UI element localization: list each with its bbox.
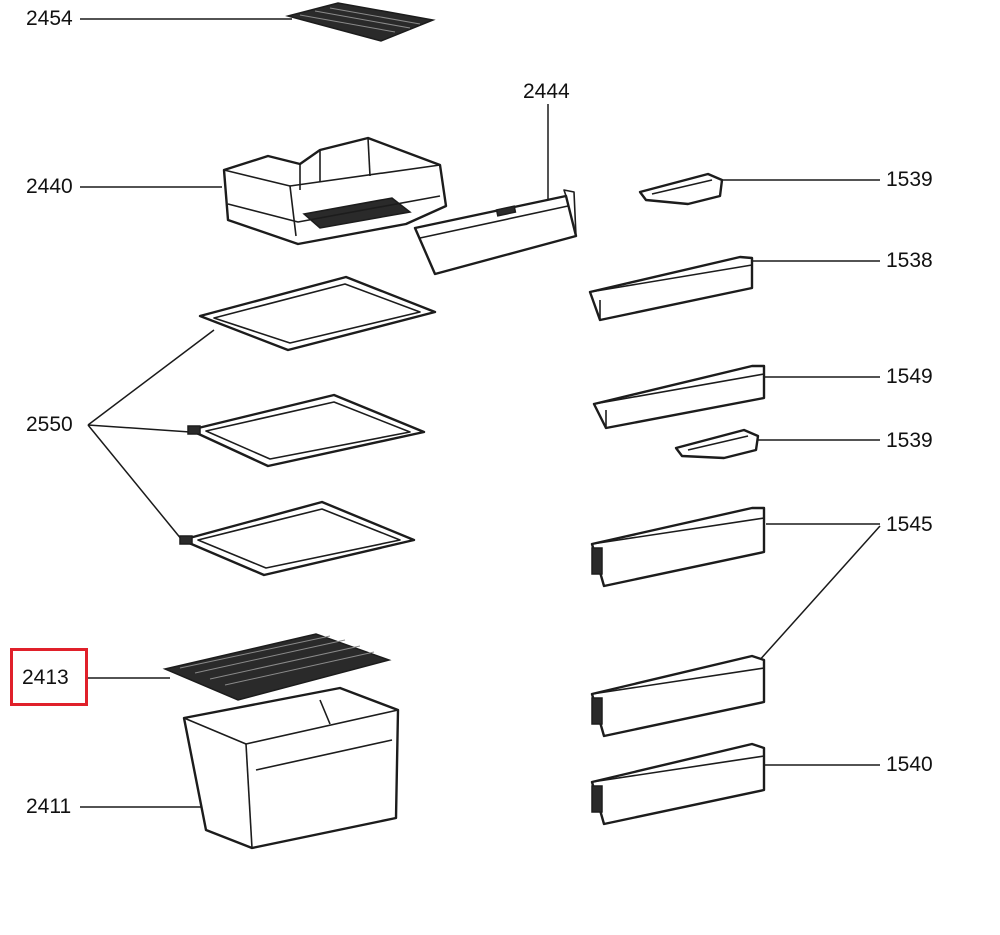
part-2444-flap	[413, 189, 578, 276]
part-1539-clip-lower	[674, 428, 760, 460]
callout-1539-lower: 1539	[886, 429, 933, 452]
callout-1549: 1549	[886, 365, 933, 388]
leader-line-1545-b	[757, 525, 881, 663]
callout-1545: 1545	[886, 513, 933, 536]
part-2413-crisper-cover	[162, 633, 392, 701]
part-2440-top-box	[222, 136, 448, 246]
callout-2550: 2550	[26, 413, 73, 436]
part-2454-filter-pad	[285, 2, 436, 42]
callout-2411: 2411	[26, 795, 72, 818]
part-1549-door-rack	[592, 364, 766, 430]
highlight-box	[10, 648, 88, 706]
part-1539-clip-upper	[638, 172, 724, 206]
part-1538-door-rack	[588, 255, 754, 322]
part-1545-door-rack-lower	[590, 654, 766, 738]
callout-1540: 1540	[886, 753, 933, 776]
callout-2454: 2454	[26, 7, 73, 30]
part-2550-glass-shelf-top	[198, 275, 437, 352]
leader-lines	[80, 18, 881, 808]
leader-line-2550-b	[87, 424, 191, 433]
callout-2440: 2440	[26, 175, 73, 198]
leader-line-2550-c	[87, 424, 183, 541]
part-2550-glass-shelf-bottom	[179, 500, 416, 577]
callout-1538: 1538	[886, 249, 933, 272]
leader-line-2550-a	[87, 329, 215, 426]
part-1545-door-rack-upper	[590, 506, 766, 588]
callout-1539-upper: 1539	[886, 168, 933, 191]
part-1540-door-rack	[590, 742, 766, 826]
callout-2413: 2413	[22, 666, 69, 689]
callout-2444: 2444	[523, 80, 570, 103]
part-2550-glass-shelf-middle	[187, 393, 426, 468]
part-2411-crisper-drawer	[182, 686, 400, 850]
